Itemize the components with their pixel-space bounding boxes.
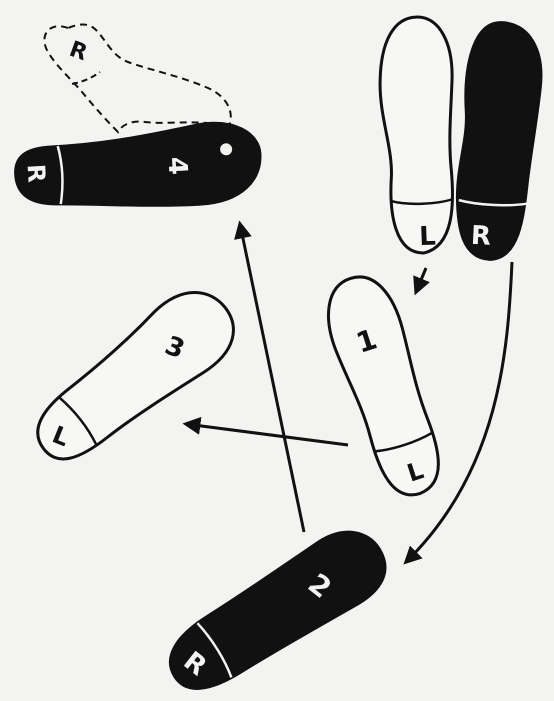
arrow-to-step4 — [240, 224, 304, 532]
start-right-footprint: R — [454, 20, 545, 262]
start-right-label: R — [470, 221, 492, 252]
step4-number: 4 — [161, 156, 192, 176]
step1-left-footprint: 1 L — [316, 268, 453, 505]
arrow-to-step3 — [186, 424, 348, 445]
step4-heel-label: R — [22, 163, 51, 183]
ghost-heel-label: R — [66, 37, 91, 66]
step3-left-footprint: 3 L — [19, 275, 249, 479]
ghost-right-footprint: R — [44, 25, 230, 133]
start-left-footprint: L — [378, 16, 459, 254]
step2-right-footprint: 2 R — [154, 516, 399, 696]
arrow-to-step1 — [416, 268, 426, 292]
step4-right-footprint: 4 R — [13, 120, 263, 214]
start-left-label: L — [419, 222, 437, 253]
